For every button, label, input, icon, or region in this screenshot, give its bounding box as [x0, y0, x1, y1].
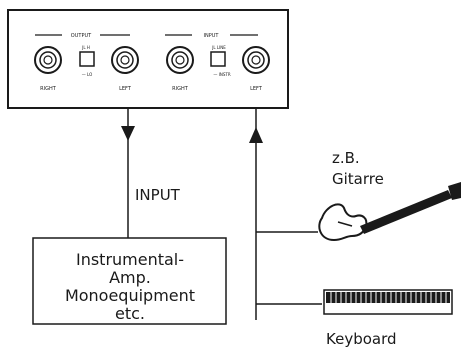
input-switch-label-bottom: — INSTR: [213, 72, 230, 77]
arrow-up-icon: [249, 127, 263, 143]
output-switch-label-top: JL H: [81, 45, 90, 50]
keyboard-label: Keyboard: [326, 330, 397, 348]
output-right-jack-icon: [34, 46, 62, 74]
output-cable: [121, 108, 135, 238]
guitar-icon: [318, 182, 461, 242]
input-right-label: RIGHT: [172, 86, 189, 92]
guitar-label-line-1: z.B.: [332, 149, 360, 167]
input-left-jack-icon: [242, 46, 270, 74]
device-panel: [7, 9, 289, 109]
output-switch-label-bottom: — LO: [82, 72, 93, 77]
input-group-header: INPUT: [165, 33, 258, 39]
input-cable: [249, 108, 322, 320]
output-left-label: LEFT: [119, 86, 132, 92]
amp-line-2: Amp.: [109, 268, 151, 287]
input-level-switch[interactable]: [210, 51, 226, 67]
input-right-jack-icon: [166, 46, 194, 74]
output-group-label: OUTPUT: [71, 33, 92, 39]
guitar-label-line-2: Gitarre: [332, 170, 384, 188]
output-group-header: OUTPUT: [35, 33, 130, 39]
amp-line-1: Instrumental-: [76, 250, 184, 269]
input-left-label: LEFT: [250, 86, 263, 92]
output-right-label: RIGHT: [40, 86, 57, 92]
amp-line-3: Monoequipment: [65, 286, 195, 305]
keyboard-icon: [323, 289, 453, 315]
input-switch-label-top: JL LINE: [211, 45, 226, 50]
amp-box: [32, 237, 227, 325]
output-level-switch[interactable]: [79, 51, 95, 67]
amp-line-4: etc.: [115, 304, 145, 323]
output-left-jack-icon: [111, 46, 139, 74]
arrow-down-icon: [121, 126, 135, 141]
amp-input-label: INPUT: [135, 186, 181, 204]
input-group-label: INPUT: [204, 33, 220, 39]
